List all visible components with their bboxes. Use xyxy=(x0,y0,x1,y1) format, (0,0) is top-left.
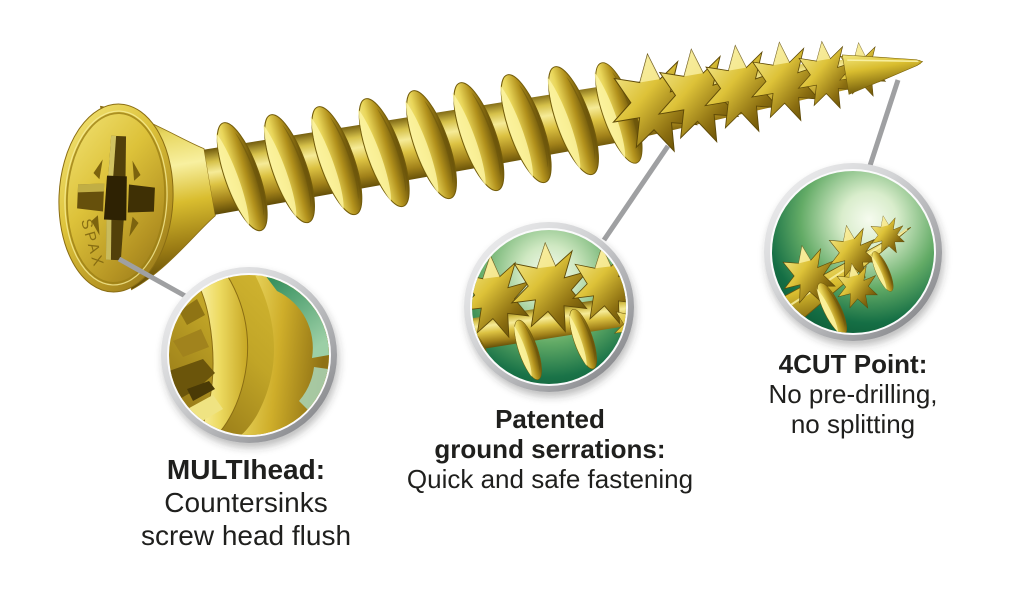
screw-head-face: SPAX xyxy=(58,103,174,293)
callout-title: Patented xyxy=(495,404,605,434)
magnifier-circle-serrations xyxy=(464,222,634,392)
magnifier-circle-point xyxy=(764,163,942,341)
multihead-magnified-view xyxy=(169,275,329,435)
leader-line-serrations xyxy=(601,144,671,242)
callout-body-line: No pre-drilling, xyxy=(768,379,938,409)
head-rim-groove xyxy=(64,110,168,286)
callout-title: ground serrations: xyxy=(434,434,666,464)
callout-label-point: 4CUT Point: No pre-drilling, no splittin… xyxy=(733,349,973,439)
screw-photo: SPAX xyxy=(58,36,924,293)
point-magnified-view xyxy=(772,171,934,333)
callout-body-line: no splitting xyxy=(790,409,916,439)
callout-body-line: Countersinks xyxy=(164,487,328,518)
callout-body-line: screw head flush xyxy=(140,520,352,551)
screw-point-ridge xyxy=(847,59,919,63)
callout-title: 4CUT Point: xyxy=(778,349,928,379)
leader-line-multihead xyxy=(117,256,189,300)
magnifier-circle-multihead xyxy=(161,267,337,443)
callout-label-serrations: Patented ground serrations: Quick and sa… xyxy=(394,404,706,494)
serrations-magnified-view xyxy=(472,230,626,384)
callout-title: MULTIhead: xyxy=(166,454,326,485)
screw-point xyxy=(841,54,924,95)
head-rim-groove-shadow xyxy=(66,112,166,284)
pozidriv-recess xyxy=(77,135,155,261)
callout-body-line: Quick and safe fastening xyxy=(406,464,694,494)
callout-label-multihead: MULTIhead: Countersinks screw head flush xyxy=(103,453,389,552)
screw-threads xyxy=(206,57,652,237)
